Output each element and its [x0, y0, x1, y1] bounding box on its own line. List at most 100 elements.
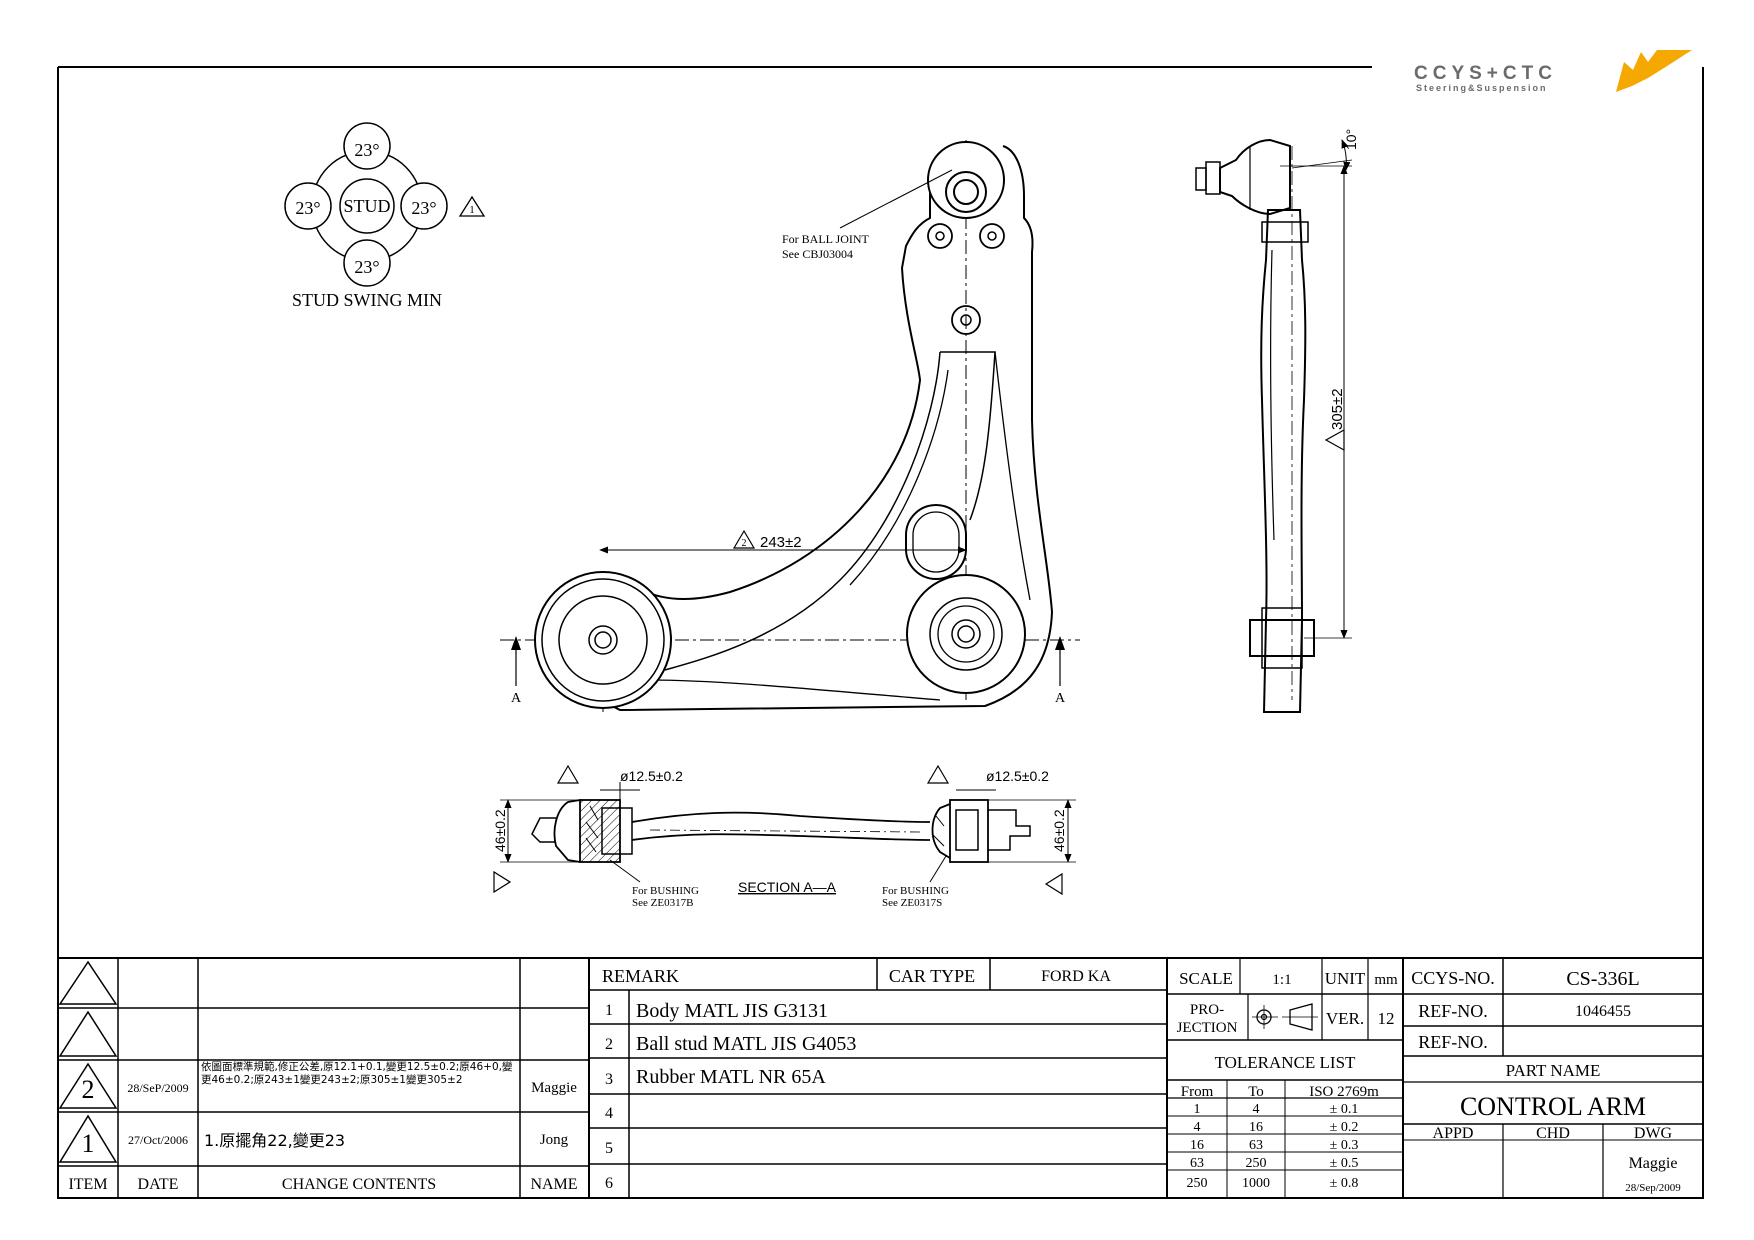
revision-triangle-icon	[926, 764, 950, 784]
section-a-a-view: ø12.5±0.2 ø12.5±0.2 46±0.2 46±0.2 For BU…	[492, 764, 1076, 909]
tol-row-4-from: 63	[1190, 1156, 1204, 1171]
revision-header-item: ITEM	[68, 1176, 107, 1193]
revision-triangle-icon	[458, 195, 486, 217]
tol-header-from: From	[1181, 1084, 1214, 1100]
callout-bushing-right-2: See ZE0317S	[882, 897, 942, 909]
ccys-no-label: CCYS-NO.	[1411, 968, 1495, 988]
ccys-no-value: CS-336L	[1566, 968, 1639, 990]
revision-header-name: NAME	[530, 1176, 577, 1193]
ref-no-label-1: REF-NO.	[1418, 1001, 1488, 1021]
remark-3-number: 3	[605, 1071, 613, 1088]
revision-mark-2: 2	[742, 538, 747, 549]
revision-row-1-item: 1	[82, 1129, 95, 1158]
dimension-bore-left: ø12.5±0.2	[620, 768, 683, 784]
swing-angle-bottom: 23°	[354, 257, 379, 277]
car-type-label: CAR TYPE	[889, 966, 975, 986]
dimension-height-left: 46±0.2	[492, 809, 508, 852]
tol-row-2-from: 4	[1194, 1120, 1201, 1135]
section-title: SECTION A—A	[738, 879, 837, 895]
logo-brand: CCYS+CTC	[1414, 63, 1557, 84]
tol-row-5-from: 250	[1187, 1176, 1208, 1191]
callout-bushing-left-1: For BUSHING	[632, 885, 699, 897]
callout-ball-joint-2: See CBJ03004	[782, 247, 853, 261]
third-angle-projection-icon	[1252, 1003, 1318, 1031]
section-mark-left: A	[511, 691, 522, 706]
revision-triangle-icon	[58, 1062, 118, 1109]
tol-row-1-from: 1	[1194, 1102, 1201, 1117]
revision-triangle-icon	[732, 529, 756, 549]
remark-1-text: Body MATL JIS G3131	[636, 1000, 828, 1022]
revision-triangle-icon	[1324, 428, 1345, 452]
revision-triangle-icon	[493, 870, 512, 894]
control-arm-side-view: 305±2 10°	[1195, 129, 1359, 713]
dimension-height-right: 46±0.2	[1051, 809, 1067, 852]
appd-label: APPD	[1433, 1125, 1474, 1142]
ref-no-label-2: REF-NO.	[1418, 1032, 1488, 1052]
tol-row-4-value: ± 0.5	[1330, 1156, 1359, 1171]
swing-angle-top: 23°	[354, 140, 379, 160]
remark-6-number: 6	[605, 1175, 613, 1192]
section-mark-right: A	[1055, 691, 1066, 706]
revision-row-1-name: Jong	[540, 1132, 569, 1148]
revision-triangle-icon	[1044, 872, 1063, 896]
unit-value: mm	[1374, 972, 1398, 988]
revision-row-2-name: Maggie	[531, 1080, 577, 1096]
tol-row-4-to: 250	[1246, 1156, 1267, 1171]
dimension-angle: 10°	[1343, 129, 1359, 150]
part-info-block: CCYS-NO. CS-336L REF-NO. 1046455 REF-NO.…	[1402, 957, 1704, 1199]
revision-table: 2 1 28/SeP/2009 27/Oct/2006 依圖面標準規範,修正公差…	[57, 957, 590, 1199]
projection-label-2: JECTION	[1177, 1020, 1238, 1036]
scale-label: SCALE	[1179, 969, 1233, 988]
remark-4-number: 4	[605, 1105, 613, 1122]
company-logo: CCYS+CTC Steering&Suspension	[1414, 50, 1692, 93]
dimension-243: 243±2	[760, 534, 802, 551]
ver-label: VER.	[1326, 1009, 1364, 1028]
swing-angle-left: 23°	[295, 198, 320, 218]
revision-mark-1: 1	[469, 204, 475, 216]
unit-label: UNIT	[1325, 969, 1366, 988]
tolerance-title: TOLERANCE LIST	[1215, 1053, 1356, 1072]
revision-triangle-icon	[556, 764, 580, 784]
part-name-value: CONTROL ARM	[1460, 1092, 1646, 1121]
remark-2-number: 2	[605, 1036, 613, 1053]
logo-tagline: Steering&Suspension	[1416, 83, 1548, 93]
projection-label-1: PRO-	[1190, 1002, 1224, 1018]
remarks-table: REMARK CAR TYPE FORD KA 1 Body MATL JIS …	[588, 957, 1168, 1199]
tol-row-1-to: 4	[1253, 1102, 1260, 1117]
tol-row-5-value: ± 0.8	[1330, 1176, 1359, 1191]
revision-header-date: DATE	[138, 1176, 179, 1193]
dwg-label: DWG	[1634, 1125, 1673, 1142]
stud-swing-diagram: 23° 23° 23° 23° STUD 1 STUD SWING MIN	[284, 122, 486, 310]
dwg-by: Maggie	[1629, 1155, 1678, 1172]
control-arm-plan-view: 2 243±2 For BALL JOINT See CBJ03004 A A	[500, 140, 1080, 712]
revision-row-1-change: 1.原擺角22,變更23	[204, 1131, 345, 1150]
tol-row-3-to: 63	[1249, 1138, 1263, 1153]
revision-triangle-icon	[58, 1010, 118, 1057]
revision-row-2-date: 28/SeP/2009	[127, 1081, 188, 1095]
revision-row-2-change: 依圖面標準規範,修正公差,原12.1+0.1,變更12.5±0.2;原46+0,…	[201, 1061, 513, 1086]
revision-row-2-item: 2	[82, 1075, 95, 1104]
tol-row-5-to: 1000	[1242, 1176, 1270, 1191]
ref-no-value-1: 1046455	[1575, 1003, 1631, 1020]
swing-angle-right: 23°	[411, 198, 436, 218]
scale-value: 1:1	[1272, 972, 1291, 988]
chd-label: CHD	[1536, 1125, 1570, 1142]
revision-triangle-icon	[58, 960, 118, 1005]
remark-5-number: 5	[605, 1140, 613, 1157]
tol-row-2-value: ± 0.2	[1330, 1120, 1359, 1135]
revision-triangle-icon	[58, 1114, 118, 1163]
tol-row-3-value: ± 0.3	[1330, 1138, 1359, 1153]
dwg-date: 28/Sep/2009	[1625, 1182, 1681, 1194]
tol-header-iso: ISO 2769m	[1309, 1084, 1379, 1100]
dimension-305: 305±2	[1329, 388, 1346, 430]
stud-label: STUD	[343, 196, 390, 216]
dimension-bore-right: ø12.5±0.2	[986, 768, 1049, 784]
revision-header-change: CHANGE CONTENTS	[282, 1176, 436, 1193]
callout-ball-joint-1: For BALL JOINT	[782, 232, 870, 246]
part-name-label: PART NAME	[1506, 1061, 1601, 1080]
remark-2-text: Ball stud MATL JIS G4053	[636, 1033, 856, 1055]
remark-3-text: Rubber MATL NR 65A	[636, 1066, 826, 1088]
drawing-frame	[57, 66, 1704, 1199]
logo-wing-icon	[1616, 50, 1692, 92]
